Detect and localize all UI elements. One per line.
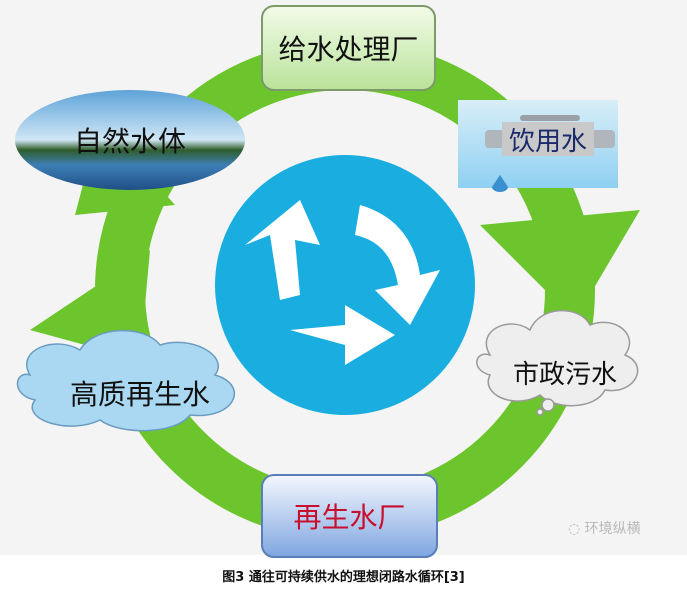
cloud-reclaimed <box>16 329 236 432</box>
label-reclaimed-plant: 再生水厂 <box>293 501 406 534</box>
wechat-icon: ◌ <box>568 521 585 537</box>
label-water-treatment: 给水处理厂 <box>278 33 419 66</box>
center-circle <box>215 155 475 415</box>
label-drinking-water: 饮用水 <box>502 122 594 157</box>
recycle-icon <box>245 200 440 365</box>
lake-image <box>15 90 245 190</box>
label-municipal-sewage: 市政污水 <box>512 360 617 390</box>
watermark: ◌ 环境纵横 <box>568 521 641 537</box>
figure-caption: 图3 通往可持续供水的理想闭路水循环[3] <box>222 570 465 585</box>
box-water-treatment <box>261 5 436 91</box>
box-reclaimed-plant <box>261 474 438 558</box>
arrowhead-right <box>480 210 640 320</box>
label-natural-water: 自然水体 <box>73 125 186 158</box>
cloud-municipal <box>476 309 639 416</box>
label-high-quality-reclaimed: 高质再生水 <box>69 377 210 411</box>
